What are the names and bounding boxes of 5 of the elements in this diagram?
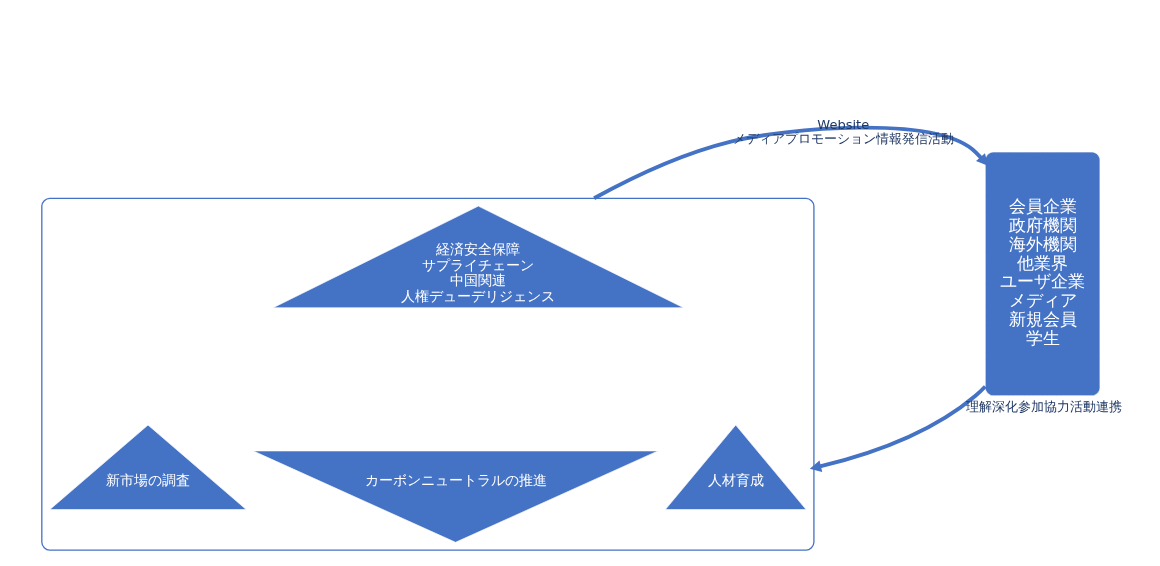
cluster: [41, 197, 815, 551]
arrow: [593, 125, 988, 200]
arrow: [809, 385, 987, 473]
node-box: 会員企業 政府機関 海外機関 他業界 ユーザ企業 メディア 新規会員 学生: [984, 151, 1101, 397]
edge-label: 理解深化参加協力活動連携: [965, 399, 1122, 415]
